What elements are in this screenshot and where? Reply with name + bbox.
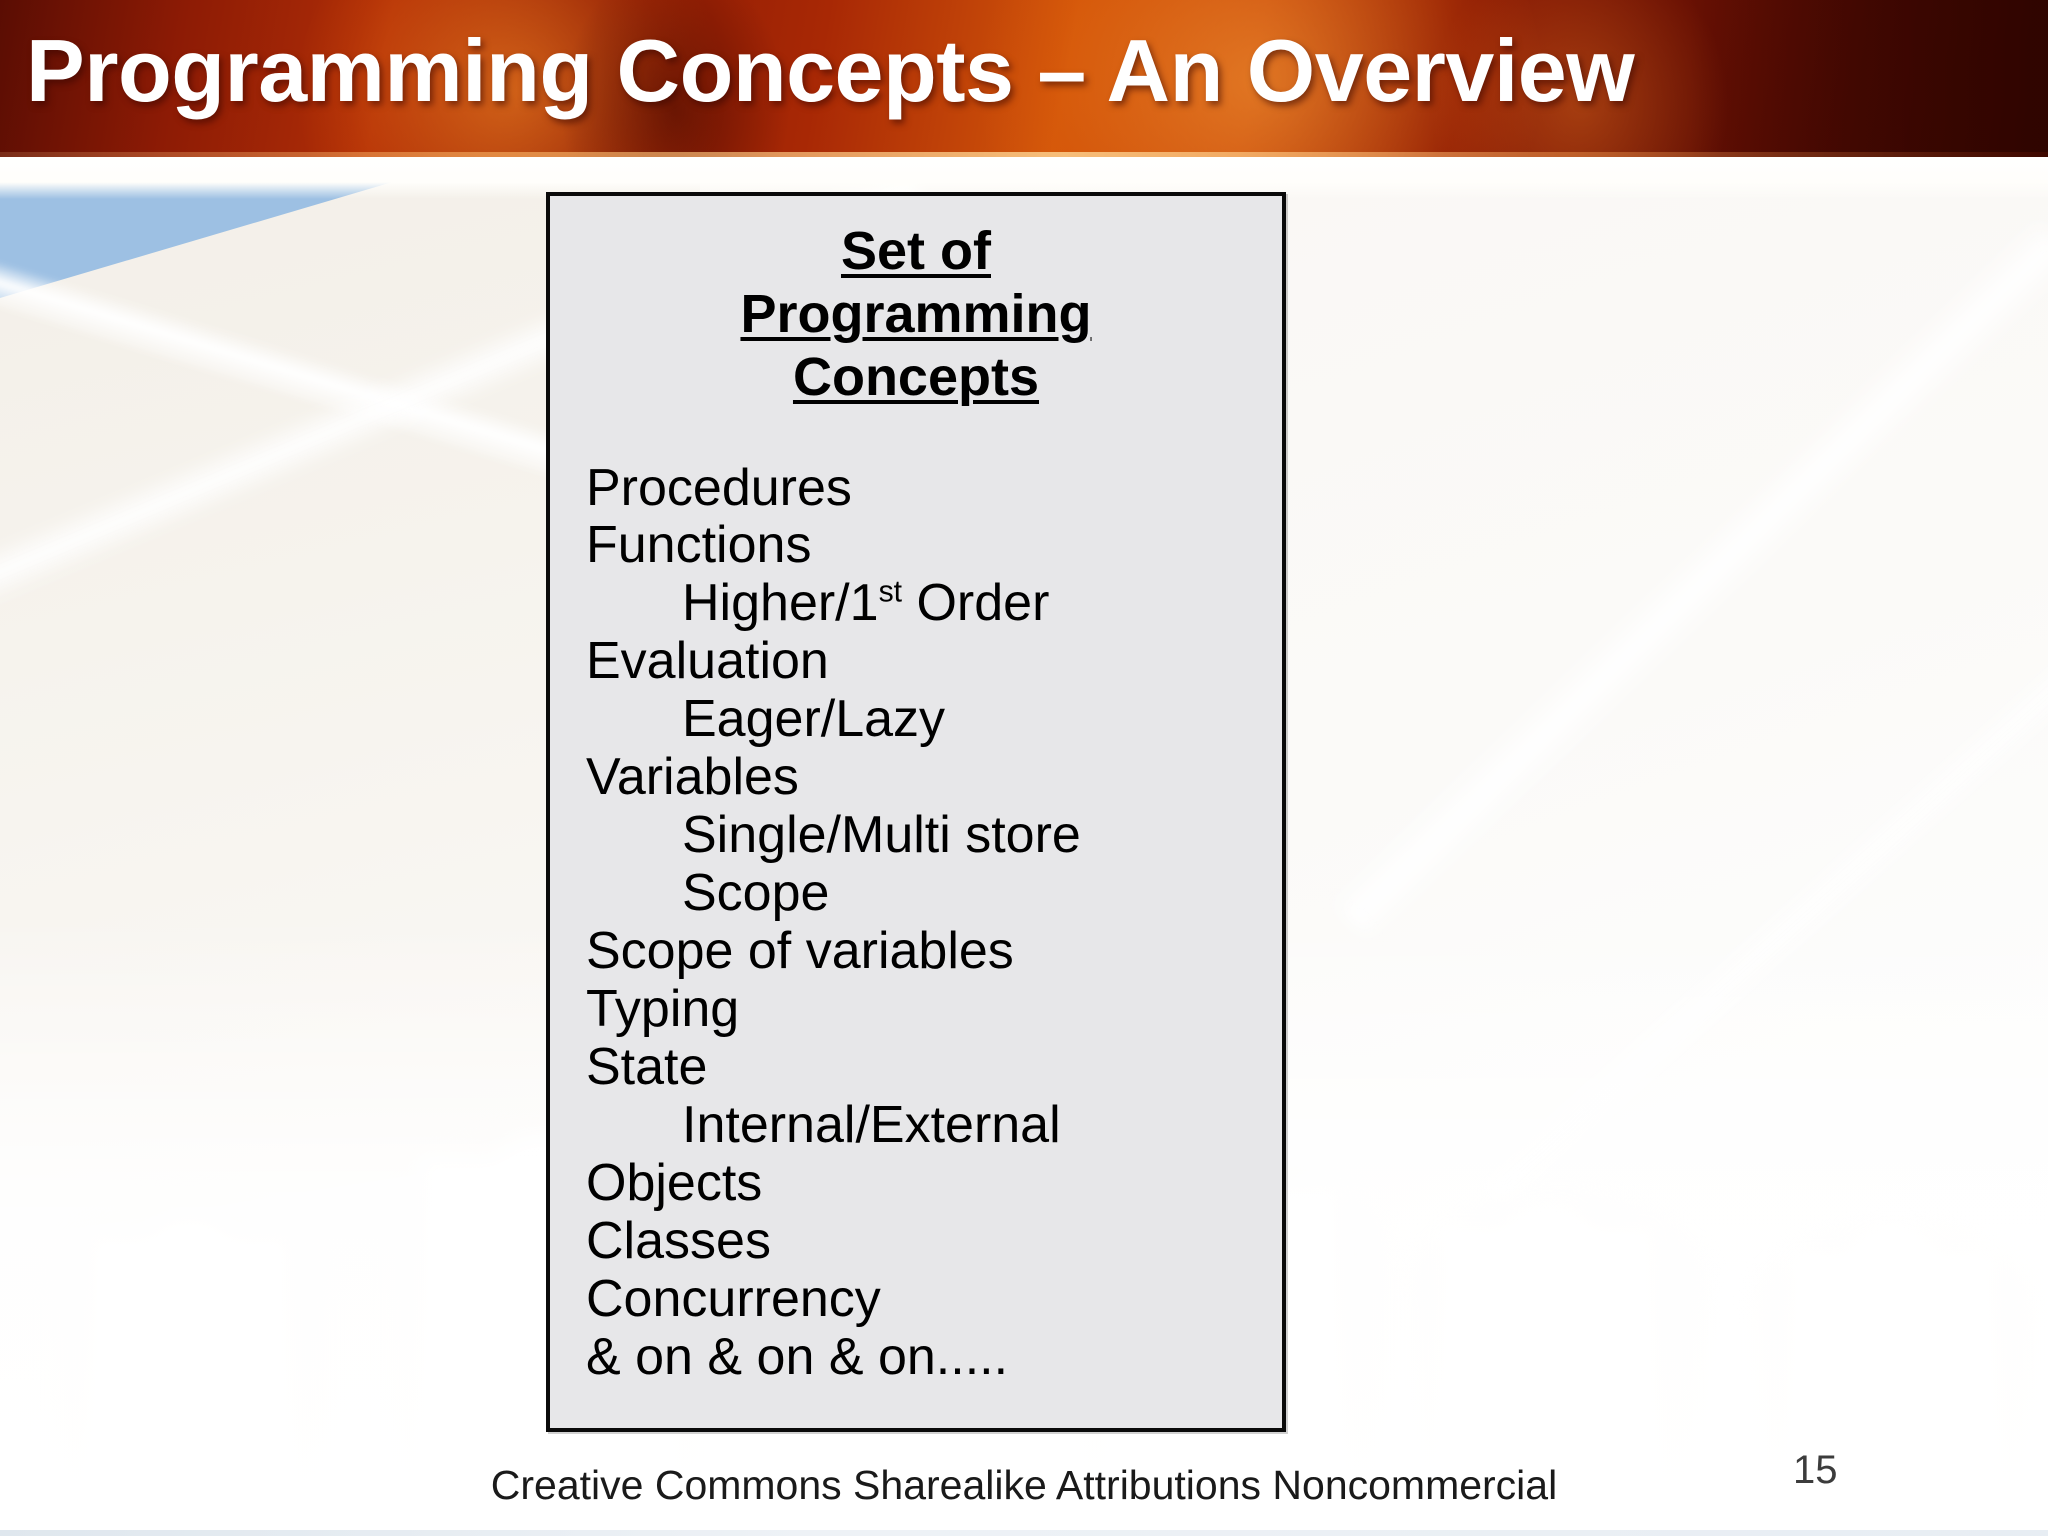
list-item: Scope of variables xyxy=(586,922,1014,981)
concepts-heading-line-1: Set of xyxy=(840,221,991,281)
list-item-text: Higher/1 xyxy=(682,574,879,633)
concepts-heading-line-2: Programming xyxy=(740,284,1092,345)
list-item: & on & on & on..... xyxy=(586,1328,1009,1387)
title-bar-underline-glint xyxy=(0,152,2048,157)
programming-concepts-box: Set of Programming Concepts Procedures F… xyxy=(546,192,1286,1432)
concepts-heading-line-3: Concepts xyxy=(792,347,1040,408)
list-item: State xyxy=(586,1038,708,1097)
concepts-list: Procedures Functions Higher/1st Order Ev… xyxy=(550,410,1282,1388)
list-item: Procedures xyxy=(586,458,852,517)
list-item: Evaluation xyxy=(586,632,829,691)
list-item: Internal/External xyxy=(682,1096,1061,1155)
slide-title-bar: Programming Concepts – An Overview xyxy=(0,0,2048,157)
list-item-text-tail: Order xyxy=(902,574,1050,633)
list-item: Scope xyxy=(682,864,830,923)
list-item: Variables xyxy=(586,748,799,807)
list-item: Higher/1st Order xyxy=(586,574,1282,633)
list-item: Concurrency xyxy=(586,1270,881,1329)
list-item: Single/Multi store xyxy=(682,806,1081,865)
license-footer: Creative Commons Sharealike Attributions… xyxy=(490,1462,1558,1508)
concepts-box-heading: Set of Programming Concepts xyxy=(550,196,1282,410)
list-item: Typing xyxy=(586,980,740,1039)
ordinal-suffix: st xyxy=(878,576,903,610)
page-title: Programming Concepts – An Overview xyxy=(26,21,1635,120)
title-bar-shadow-left xyxy=(560,0,790,157)
list-item: Classes xyxy=(586,1212,771,1271)
slide-page-number: 15 xyxy=(1793,1448,1838,1492)
title-bar-shadow-right xyxy=(1690,0,2048,157)
list-item: Objects xyxy=(586,1154,763,1213)
list-item: Functions xyxy=(586,516,812,575)
title-bar-glow-right xyxy=(1430,0,1730,157)
background-bottom-edge xyxy=(0,1530,2048,1536)
list-item: Eager/Lazy xyxy=(682,690,946,749)
